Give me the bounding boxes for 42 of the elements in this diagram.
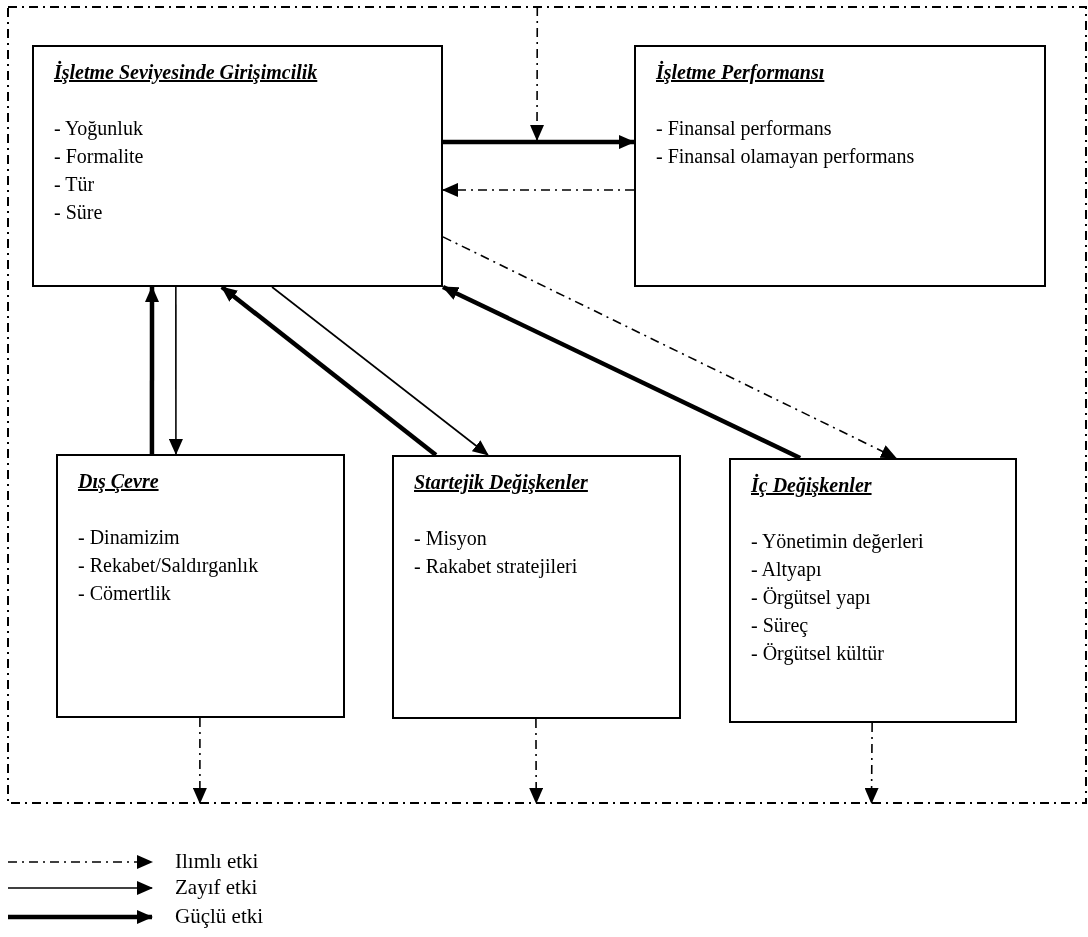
factor-box <box>634 45 1046 287</box>
list-item: - Cömertlik <box>78 581 171 606</box>
arrow <box>168 286 183 455</box>
list-item: - Süreç <box>751 613 809 639</box>
dash-dot-arrow <box>864 722 879 804</box>
list-item: - Rekabet/Saldırganlık <box>78 553 259 579</box>
dash-dot-arrow <box>530 6 545 141</box>
factor-box <box>56 454 345 718</box>
list-item: - Örgütsel kültür <box>751 641 884 667</box>
list-item: - Finansal olamayan performans <box>656 144 915 170</box>
list-item: - Altyapı <box>751 557 822 583</box>
box-heading: İşletme Performansı <box>656 61 825 84</box>
box-heading: Dış Çevre <box>78 470 159 493</box>
thick-arrow <box>443 135 635 150</box>
list-item: - Yönetimin değerleri <box>751 529 924 555</box>
thick-arrow <box>220 285 438 457</box>
list-item: - Formalite <box>54 144 144 169</box>
arrow <box>271 286 489 456</box>
factor-box <box>392 455 681 719</box>
dash-dot-arrow <box>442 236 897 459</box>
box-heading: İç Değişkenler <box>751 474 872 497</box>
dash-dot-frame <box>8 7 1086 803</box>
dash-dot-arrow <box>442 182 635 197</box>
list-item: - Süre <box>54 200 103 225</box>
thick-arrow <box>442 284 802 461</box>
list-item: - Tür <box>54 172 95 197</box>
factor-box <box>32 45 443 287</box>
dash-dot-arrow <box>192 717 207 804</box>
list-item: - Misyon <box>414 526 487 552</box>
factor-box <box>729 458 1017 723</box>
list-item: - Yoğunluk <box>54 116 143 142</box>
legend-label: Zayıf etki <box>175 875 258 900</box>
thick-arrow <box>145 286 159 454</box>
legend-label: Güçlü etki <box>175 904 264 929</box>
legend-label: Ilımlı etki <box>175 849 259 874</box>
dash-dot-arrow <box>529 718 544 804</box>
list-item: - Dinamizim <box>78 525 180 550</box>
box-heading: Startejik Değişkenler <box>414 471 588 494</box>
box-heading: İşletme Seviyesinde Girişimcilik <box>54 61 318 84</box>
list-item: - Örgütsel yapı <box>751 585 871 611</box>
list-item: - Rakabet stratejileri <box>414 554 578 580</box>
list-item: - Finansal performans <box>656 116 832 142</box>
